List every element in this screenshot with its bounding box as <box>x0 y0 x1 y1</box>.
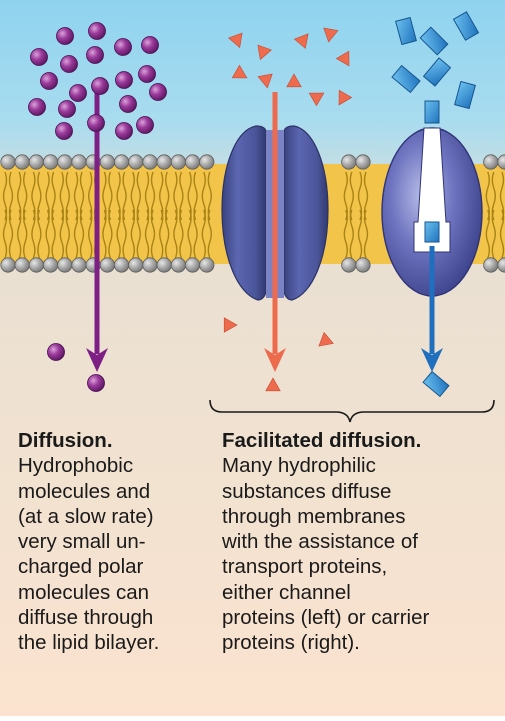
purple-sphere-icon <box>70 85 87 102</box>
phospholipid-head <box>200 258 214 272</box>
purple-sphere-icon <box>57 28 74 45</box>
phospholipid-head <box>15 258 29 272</box>
purple-sphere-icon <box>150 84 167 101</box>
purple-sphere-icon <box>139 66 156 83</box>
diffusion-caption-line: Hydrophobic <box>18 453 203 478</box>
phospholipid-head <box>129 155 143 169</box>
blue-rectangle-icon <box>425 101 439 123</box>
phospholipid-head <box>356 258 370 272</box>
purple-sphere-icon <box>142 37 159 54</box>
purple-sphere-icon <box>59 101 76 118</box>
phospholipid-head <box>484 155 498 169</box>
phospholipid-head <box>342 155 356 169</box>
phospholipid-head <box>143 258 157 272</box>
diffusion-caption-line: the lipid bilayer. <box>18 630 203 655</box>
purple-sphere-icon <box>120 96 137 113</box>
phospholipid-head <box>114 155 128 169</box>
phospholipid-head <box>1 258 15 272</box>
diffusion-caption-line: charged polar <box>18 554 203 579</box>
diffusion-caption-line: (at a slow rate) <box>18 504 203 529</box>
phospholipid-head <box>200 155 214 169</box>
facilitated-diffusion-title: Facilitated diffusion. <box>222 428 497 453</box>
phospholipid-head <box>157 155 171 169</box>
purple-sphere-icon <box>87 47 104 64</box>
purple-sphere-icon <box>61 56 78 73</box>
diffusion-title: Diffusion. <box>18 428 203 453</box>
phospholipid-head <box>157 258 171 272</box>
facilitated-caption-line: either channel <box>222 580 497 605</box>
purple-sphere-icon <box>88 375 105 392</box>
phospholipid-head <box>43 258 57 272</box>
diffusion-caption-line: very small un- <box>18 529 203 554</box>
purple-sphere-icon <box>41 73 58 90</box>
phospholipid-head <box>15 155 29 169</box>
diffusion-caption-line: diffuse through <box>18 605 203 630</box>
phospholipid-head <box>356 155 370 169</box>
phospholipid-head <box>58 258 72 272</box>
phospholipid-head <box>100 155 114 169</box>
facilitated-caption-line: substances diffuse <box>222 479 497 504</box>
phospholipid-head <box>185 155 199 169</box>
diffusion-caption-line: molecules and <box>18 479 203 504</box>
purple-sphere-icon <box>92 78 109 95</box>
phospholipid-head <box>129 258 143 272</box>
facilitated-diffusion-caption: Facilitated diffusion. Many hydrophilic … <box>222 428 497 656</box>
phospholipid-head <box>43 155 57 169</box>
purple-sphere-icon <box>116 72 133 89</box>
phospholipid-head <box>72 155 86 169</box>
purple-sphere-icon <box>89 23 106 40</box>
purple-sphere-icon <box>31 49 48 66</box>
purple-sphere-icon <box>116 123 133 140</box>
phospholipid-head <box>185 258 199 272</box>
phospholipid-head <box>29 258 43 272</box>
purple-sphere-icon <box>115 39 132 56</box>
facilitated-caption-line: transport proteins, <box>222 554 497 579</box>
diffusion-caption-line: molecules can <box>18 580 203 605</box>
diffusion-caption: Diffusion. Hydrophobic molecules and (at… <box>18 428 203 656</box>
blue-rectangle-icon <box>425 222 439 242</box>
facilitated-caption-line: proteins (left) or carrier <box>222 605 497 630</box>
phospholipid-head <box>484 258 498 272</box>
purple-sphere-icon <box>48 344 65 361</box>
purple-sphere-icon <box>88 115 105 132</box>
facilitated-caption-line: through membranes <box>222 504 497 529</box>
purple-sphere-icon <box>137 117 154 134</box>
phospholipid-head <box>1 155 15 169</box>
phospholipid-head <box>100 258 114 272</box>
phospholipid-head <box>58 155 72 169</box>
phospholipid-head <box>114 258 128 272</box>
phospholipid-head <box>171 258 185 272</box>
facilitated-caption-line: Many hydrophilic <box>222 453 497 478</box>
phospholipid-head <box>72 258 86 272</box>
phospholipid-head <box>171 155 185 169</box>
phospholipid-head <box>342 258 356 272</box>
facilitated-caption-line: proteins (right). <box>222 630 497 655</box>
facilitated-caption-line: with the assistance of <box>222 529 497 554</box>
phospholipid-head <box>143 155 157 169</box>
purple-sphere-icon <box>56 123 73 140</box>
purple-sphere-icon <box>29 99 46 116</box>
phospholipid-head <box>29 155 43 169</box>
